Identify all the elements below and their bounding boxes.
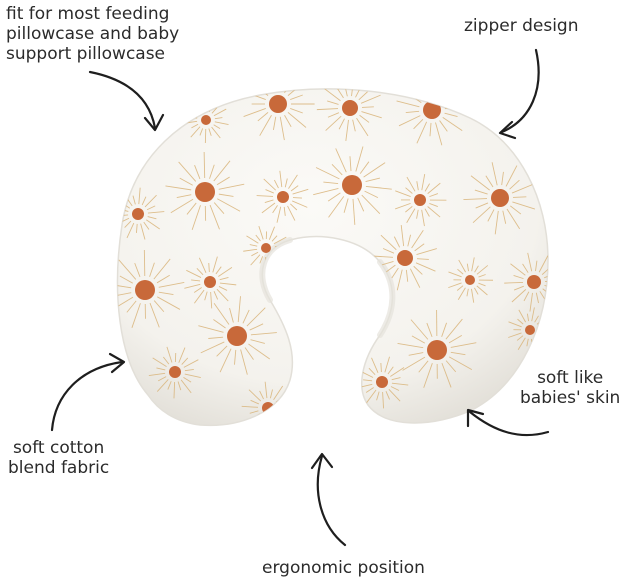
arrow-ergonomic-head — [310, 452, 334, 470]
sun-motif — [463, 162, 536, 235]
arrow-skin-head — [466, 408, 485, 428]
callout-pillowcase-line3: support pillowcase — [6, 44, 166, 64]
callout-ergonomic: ergonomic position — [262, 558, 425, 578]
callout-cotton-line1: soft cotton — [12, 438, 105, 458]
callout-pillowcase-line1: fit for most feeding — [6, 4, 170, 24]
callout-skin-line1: soft like — [537, 368, 604, 388]
sun-motif — [448, 257, 494, 303]
sun-motif — [316, 88, 382, 141]
inner-shadow — [377, 259, 396, 338]
callout-skin-line2: babies' skin — [520, 388, 621, 408]
nursing-pillow — [116, 88, 549, 427]
callout-zipper-line1: zipper design — [464, 16, 579, 36]
sun-motif — [371, 224, 437, 291]
callout-zipper: zipper design — [464, 16, 578, 36]
arrow-zipper — [500, 48, 540, 134]
callout-pillowcase: fit for most feeding pillowcase and baby… — [6, 4, 179, 64]
arrow-cotton-head — [108, 352, 126, 374]
arrow-pillowcase-head — [143, 113, 165, 132]
callout-skin: soft like babies' skin — [520, 368, 620, 408]
callout-cotton-line2: blend fabric — [8, 458, 110, 478]
sun-motif — [397, 309, 477, 388]
callout-cotton: soft cotton blend fabric — [8, 438, 109, 478]
sun-motif — [117, 249, 185, 328]
sun-motif — [165, 151, 245, 231]
sun-motif — [148, 346, 201, 399]
callout-ergonomic-line1: ergonomic position — [262, 558, 425, 578]
sun-motif — [184, 256, 237, 309]
arrow-skin — [468, 410, 550, 437]
sun-motif — [356, 356, 409, 409]
sun-motif — [256, 170, 309, 223]
inner-shadow — [259, 237, 293, 303]
sun-pattern — [117, 88, 548, 426]
arrow-pillowcase — [88, 70, 157, 130]
arrow-zipper-head — [498, 120, 517, 140]
sun-motif — [394, 173, 447, 227]
arrow-cotton — [50, 360, 124, 432]
sun-motif — [313, 146, 392, 225]
arrow-ergonomic — [316, 454, 347, 547]
callout-pillowcase-line2: pillowcase and baby — [6, 24, 180, 44]
sun-motif — [198, 296, 277, 375]
